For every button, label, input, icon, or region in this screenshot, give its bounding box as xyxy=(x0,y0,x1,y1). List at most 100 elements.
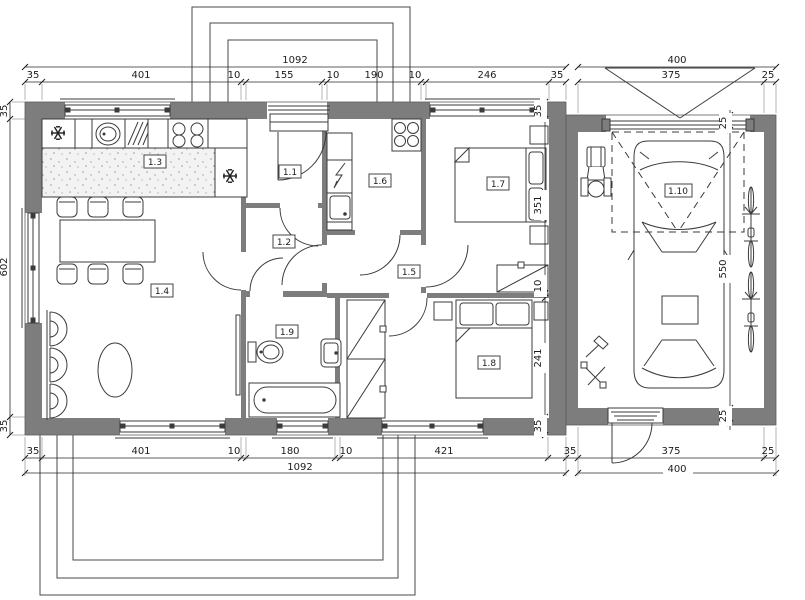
door-1-2-to-1-9 xyxy=(249,257,284,292)
front-door xyxy=(268,105,330,181)
dim-label-bg xyxy=(534,100,547,122)
freezer-cabinet xyxy=(214,147,248,198)
kitchen-sink xyxy=(95,122,121,146)
dim-text: 155 xyxy=(274,70,293,81)
pillow xyxy=(495,302,530,326)
dim-text: 180 xyxy=(280,446,299,457)
dim-text: 35 xyxy=(27,446,40,457)
dim-text: 10 xyxy=(409,70,422,81)
room-label-text: 1.3 xyxy=(148,158,162,168)
washbasin xyxy=(320,338,342,368)
tv-board xyxy=(235,314,241,396)
dim-label-bg xyxy=(663,463,693,475)
dim-text: 35 xyxy=(564,446,577,457)
top-callout-lines xyxy=(191,6,411,102)
garage-perimeter xyxy=(565,114,777,426)
dim-text: 550 xyxy=(718,259,729,278)
nightstand xyxy=(433,301,453,321)
door-1-2-to-1-4 xyxy=(202,251,242,291)
windows xyxy=(21,98,540,439)
hob-icon xyxy=(172,122,204,148)
window-kitchen xyxy=(60,98,175,117)
room-label-1-8: 1.8 xyxy=(477,355,501,370)
garage-door xyxy=(601,118,755,132)
garage-door-clearance xyxy=(611,131,745,233)
room-label-text: 1.5 xyxy=(402,268,416,278)
door-1-2-to-1-5 xyxy=(281,244,323,286)
room-label-text: 1.2 xyxy=(277,238,291,248)
room-label-1-9: 1.9 xyxy=(275,324,299,339)
dim-text: 10 xyxy=(228,446,241,457)
witness-lines xyxy=(12,84,777,476)
room-label-text: 1.10 xyxy=(668,187,688,197)
window-living-left xyxy=(21,208,40,328)
dish-drainer xyxy=(127,121,149,146)
dim-text: 25 xyxy=(762,70,775,81)
closet xyxy=(346,299,387,419)
door-1-5-to-1-7 xyxy=(425,244,469,288)
car xyxy=(627,140,731,389)
dim-text: 35 xyxy=(533,105,544,118)
dim-text: 35 xyxy=(551,70,564,81)
dim-label-bg xyxy=(534,190,547,220)
dim-label-bg xyxy=(534,275,547,297)
dim-text: 35 xyxy=(0,420,10,433)
dim-label-bg xyxy=(719,255,732,283)
pillow xyxy=(459,302,494,326)
dim-text: 375 xyxy=(661,446,680,457)
door-swings xyxy=(202,207,469,337)
door-1-5-to-1-8 xyxy=(388,297,428,337)
room-label-text: 1.8 xyxy=(482,359,497,369)
room-label-text: 1.6 xyxy=(373,177,388,187)
bottom-callout-lines xyxy=(39,435,416,596)
dim-text: 35 xyxy=(533,420,544,433)
utility-cabinet xyxy=(326,132,353,231)
room-label-1-5: 1.5 xyxy=(397,264,421,279)
room-label-1-1: 1.1 xyxy=(278,164,302,179)
dimension-lines xyxy=(9,66,776,474)
dim-text: 421 xyxy=(434,446,453,457)
pillow xyxy=(528,151,544,185)
dim-garage-bottom-total: 400 xyxy=(667,464,686,475)
window-bedroom-2 xyxy=(377,420,488,439)
dim-text: 401 xyxy=(131,70,150,81)
room-label-1-10: 1.10 xyxy=(664,183,693,198)
dim-text: 401 xyxy=(131,446,150,457)
dim-text: 241 xyxy=(533,348,544,367)
dining-table xyxy=(59,219,156,263)
bedroom-2-furniture xyxy=(433,299,549,399)
garage-door-swing-symbol xyxy=(604,67,756,119)
room-label-text: 1.4 xyxy=(155,287,170,297)
dim-text: 602 xyxy=(0,257,10,276)
dim-text: 25 xyxy=(718,117,729,130)
garage-side-door xyxy=(607,407,664,464)
dim-text: 35 xyxy=(27,70,40,81)
nightstand xyxy=(529,125,549,145)
dim-label-bg xyxy=(534,343,547,373)
door-1-5-to-1-6 xyxy=(359,234,401,276)
dim-text: 10 xyxy=(228,70,241,81)
bathroom-fixtures xyxy=(247,338,342,418)
dining-set xyxy=(56,196,156,285)
dim-text: 25 xyxy=(718,410,729,423)
kitchen-counter xyxy=(41,118,248,198)
toilet xyxy=(247,340,284,364)
bathtub xyxy=(248,382,341,418)
dim-text: 10 xyxy=(327,70,340,81)
room-label-text: 1.7 xyxy=(491,180,505,190)
room-label-1-7: 1.7 xyxy=(486,176,510,191)
dim-label-bg xyxy=(534,415,547,437)
dim-text: 375 xyxy=(661,70,680,81)
stove xyxy=(391,118,422,152)
coffee-table xyxy=(97,342,133,398)
dim-text: 351 xyxy=(533,195,544,214)
window-bathroom xyxy=(272,420,333,439)
nightstand xyxy=(533,301,549,321)
room-label-1-4: 1.4 xyxy=(150,283,174,298)
dim-text: 10 xyxy=(533,280,544,293)
dim-text: 35 xyxy=(0,105,10,118)
room-labels: 1.1 1.2 1.3 1.4 1.5 1.6 1.7 1.8 1.9 1.10 xyxy=(143,154,693,370)
room-label-text: 1.9 xyxy=(280,328,295,338)
dim-garage-top-total: 400 xyxy=(667,55,686,66)
